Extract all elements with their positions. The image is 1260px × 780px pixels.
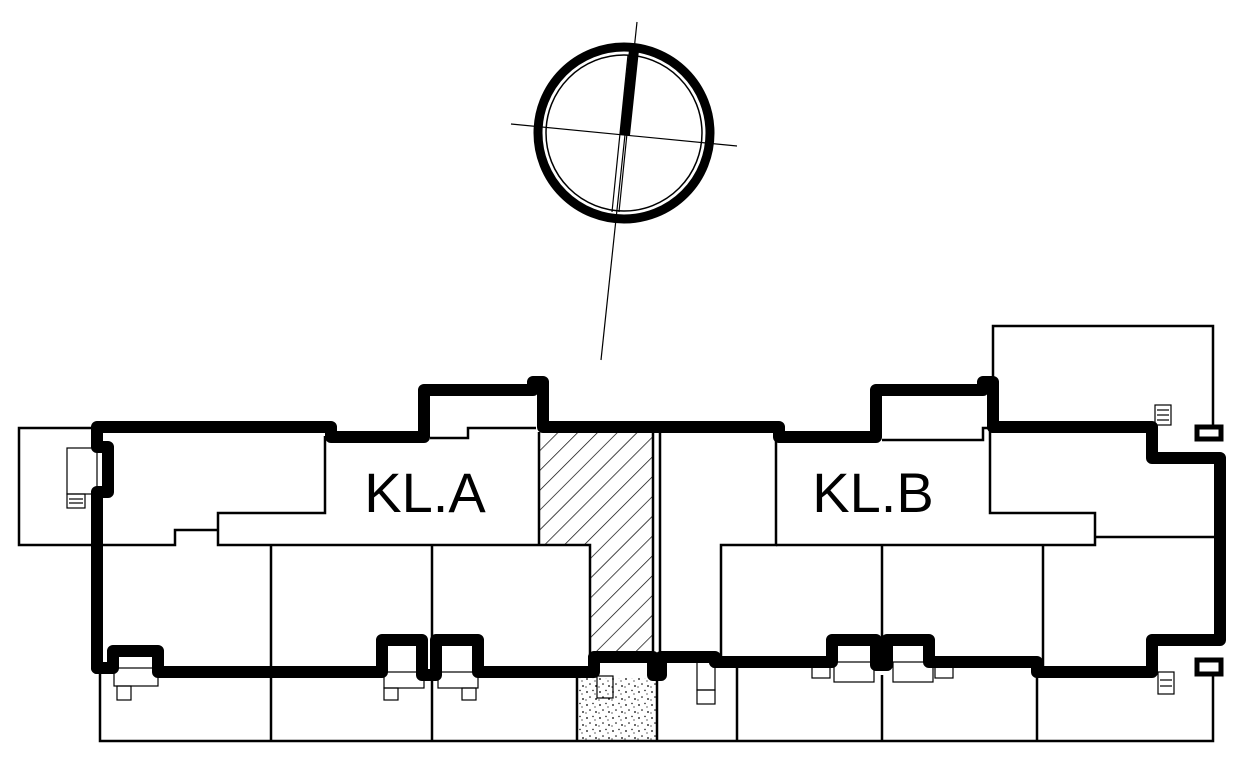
door-symbols-bold — [1194, 424, 1224, 677]
building-label-kl-a: KL.A — [364, 461, 486, 524]
north-arrow-compass-icon — [510, 21, 738, 361]
door-symbols — [66, 404, 1175, 705]
outline-lines — [17, 324, 1216, 743]
exterior-walls — [91, 376, 1226, 681]
building-label-kl-b: KL.B — [812, 461, 933, 524]
stippled-area — [577, 678, 657, 741]
hatched-corridor-mask — [539, 545, 591, 657]
